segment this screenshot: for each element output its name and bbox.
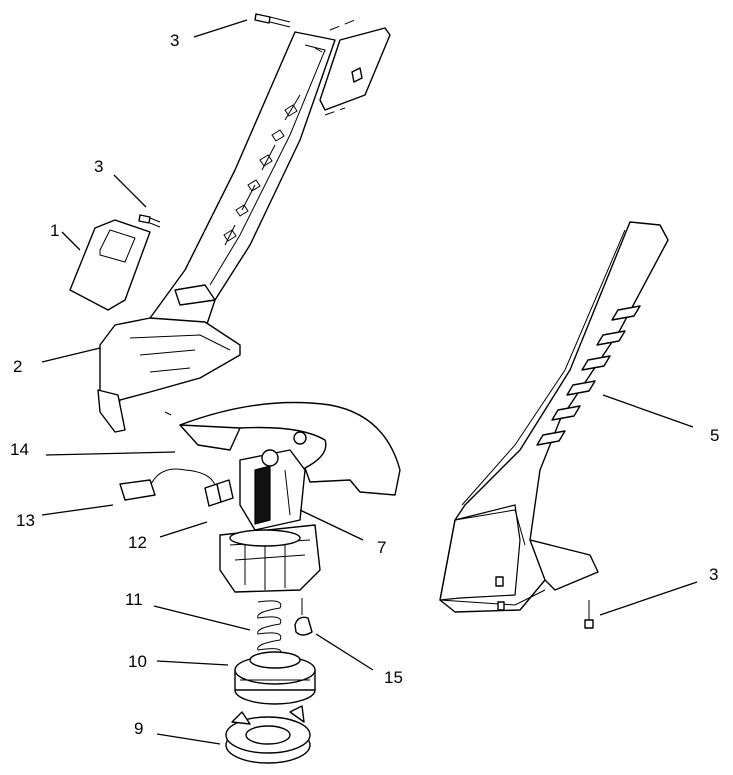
screw-middle: [138, 214, 161, 228]
screw-right: [584, 600, 594, 629]
callout-10: 10: [128, 652, 147, 671]
callout-3-right: 3: [709, 565, 718, 584]
cord-connector-part: [119, 468, 216, 501]
callout-12: 12: [128, 533, 147, 552]
callout-labels: 3 3 1 2 5 14 13 12 7 3 11 10 15 9: [10, 31, 719, 738]
callout-1: 1: [50, 221, 59, 240]
callout-15: 15: [384, 668, 403, 687]
label-plate-part: [69, 219, 151, 311]
callout-5: 5: [710, 426, 719, 445]
handle-part: [439, 221, 669, 613]
brush-part: [204, 479, 234, 507]
shaft-housing-part: [97, 17, 391, 433]
callout-7: 7: [377, 538, 386, 557]
spring-part: [257, 600, 282, 655]
callout-3-middle: 3: [94, 157, 103, 176]
spool-cap-part: [225, 705, 311, 764]
spool-part: [234, 651, 316, 705]
callout-2: 2: [13, 357, 22, 376]
leader-lines: [41, 19, 698, 745]
callout-13: 13: [16, 511, 35, 530]
callout-3-top: 3: [170, 31, 179, 50]
callout-11: 11: [125, 590, 143, 609]
callout-14: 14: [10, 440, 29, 459]
screw-top: [254, 13, 291, 28]
key-clip-part: [294, 598, 313, 636]
callout-9: 9: [134, 719, 143, 738]
guard-part: [164, 401, 401, 496]
motor-part: [219, 449, 321, 593]
